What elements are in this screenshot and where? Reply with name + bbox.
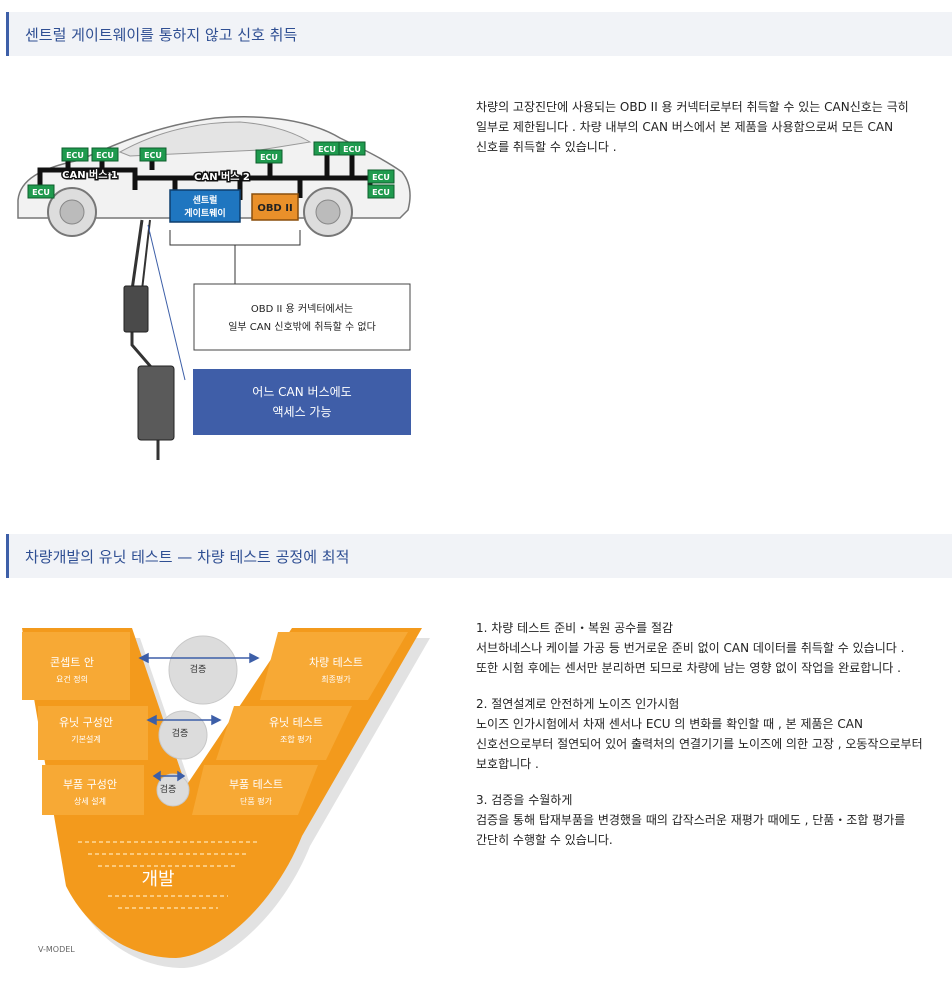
ecu-box xyxy=(255,149,283,164)
v-left-title: 유닛 구성안 xyxy=(59,716,113,729)
ecu-box xyxy=(338,141,366,156)
svg-text:ECU: ECU xyxy=(260,153,278,162)
section-title: 센트럴 게이트웨이를 통하지 않고 신호 취득 xyxy=(25,26,298,44)
v-model-caption: V-MODEL xyxy=(38,945,75,954)
benefit-line: 간단히 수행할 수 있습니다. xyxy=(476,833,613,847)
ecu-box xyxy=(367,169,395,184)
v-left-sub: 기본설계 xyxy=(71,734,100,744)
benefit-heading: 2. 절연설계로 안전하게 노이즈 인가시험 xyxy=(476,697,680,711)
svg-text:센트럴: 센트럴 xyxy=(193,194,218,206)
can-bus-1-label: CAN 버스 1 xyxy=(62,168,118,181)
access-any-bus-box xyxy=(193,369,411,435)
v-right-sub: 최종평가 xyxy=(321,674,351,684)
benefit-heading: 3. 검증을 수월하게 xyxy=(476,793,573,807)
v-left-sub: 상세 설계 xyxy=(74,796,106,806)
section-title: 차량개발의 유닛 테스트 — 차량 테스트 공정에 최적 xyxy=(25,548,350,566)
ecu-box xyxy=(367,184,395,199)
v-right-title: 부품 테스트 xyxy=(229,778,283,791)
v-right-title: 유닛 테스트 xyxy=(269,716,323,729)
benefit-line: 보호합니다 . xyxy=(476,757,539,771)
description-line: 일부로 제한됩니다 . 차량 내부의 CAN 버스에서 본 제품을 사용함으로써… xyxy=(476,120,894,134)
v-right-title: 차량 테스트 xyxy=(309,656,363,669)
benefit-line: 신호선으로부터 절연되어 있어 출력처의 연결기기를 노이즈에 의한 고장 , … xyxy=(476,737,923,751)
benefit-line: 검증을 통해 탑재부품을 변경했을 때의 갑작스러운 재평가 때에도 , 단품・… xyxy=(476,813,906,827)
gear-icon xyxy=(156,773,190,807)
ecu-box xyxy=(61,147,89,162)
benefit-heading: 1. 차량 테스트 준비・복원 공수를 절감 xyxy=(476,621,674,635)
ecu-box xyxy=(27,184,55,199)
ecu-box xyxy=(139,147,167,162)
svg-text:ECU: ECU xyxy=(372,173,390,182)
vehicle-test-benefits: 1. 차량 테스트 준비・복원 공수를 절감 서브하네스나 케이블 가공 등 번… xyxy=(476,618,923,850)
svg-text:어느 CAN 버스에도: 어느 CAN 버스에도 xyxy=(252,385,351,399)
svg-text:ECU: ECU xyxy=(66,151,84,160)
gear-icon xyxy=(158,710,208,760)
v-right-sub: 단품 평가 xyxy=(240,796,273,806)
svg-text:ECU: ECU xyxy=(96,151,114,160)
gear-icon xyxy=(168,635,238,705)
car-can-diagram: ECU ECU ECU ECU ECU ECU ECU ECU ECU CAN … xyxy=(10,90,430,470)
svg-text:게이트웨이: 게이트웨이 xyxy=(184,207,225,219)
v-left-title: 부품 구성안 xyxy=(63,778,117,791)
svg-text:OBD II 용 커넥터에서는: OBD II 용 커넥터에서는 xyxy=(251,303,353,315)
verify-label: 검증 xyxy=(160,783,177,795)
gateway-description: 차량의 고장진단에 사용되는 OBD II 용 커넥터로부터 취득할 수 있는 … xyxy=(476,97,909,157)
ecu-boxes: ECU ECU ECU ECU ECU ECU ECU ECU ECU xyxy=(27,141,395,199)
benefit-line: 서브하네스나 케이블 가공 등 번거로운 준비 없이 CAN 데이터를 취득할 … xyxy=(476,641,905,655)
svg-text:ECU: ECU xyxy=(32,188,50,197)
obd-callout-box xyxy=(193,283,411,351)
benefit-line: 노이즈 인가시험에서 차재 센서나 ECU 의 변화를 확인할 때 , 본 제품… xyxy=(476,717,863,731)
section-header-gateway: 센트럴 게이트웨이를 통하지 않고 신호 취득 xyxy=(6,12,952,56)
v-model-diagram: 콘셉트 안 요건 정의 유닛 구성안 기본설계 부품 구성안 상세 설계 차량 … xyxy=(8,610,438,980)
section-header-vehicle-test: 차량개발의 유닛 테스트 — 차량 테스트 공정에 최적 xyxy=(6,534,952,578)
svg-text:ECU: ECU xyxy=(144,151,162,160)
benefit-line: 또한 시험 후에는 센서만 분리하면 되므로 차량에 남는 영향 없이 작업을 … xyxy=(476,661,901,675)
description-line: 차량의 고장진단에 사용되는 OBD II 용 커넥터로부터 취득할 수 있는 … xyxy=(476,100,909,114)
v-left-title: 콘셉트 안 xyxy=(50,656,94,669)
obd-connector-box xyxy=(251,193,299,221)
v-right-sub: 조합 평가 xyxy=(280,734,313,744)
v-left-sub: 요건 정의 xyxy=(56,674,88,684)
ecu-box xyxy=(91,147,119,162)
logger-device xyxy=(137,365,175,441)
svg-text:액세스 가능: 액세스 가능 xyxy=(272,405,331,419)
svg-text:ECU: ECU xyxy=(372,188,390,197)
central-gateway-box xyxy=(169,189,241,223)
svg-text:일부 CAN 신호밖에 취득할 수 없다: 일부 CAN 신호밖에 취득할 수 없다 xyxy=(228,320,376,333)
description-line: 신호를 취득할 수 있습니다 . xyxy=(476,140,617,154)
can-bus-2-label: CAN 버스 2 xyxy=(194,170,250,183)
verify-label: 검증 xyxy=(190,663,207,675)
verify-label: 검증 xyxy=(172,727,189,739)
sensor-device xyxy=(123,285,149,333)
dev-label: 개발 xyxy=(141,869,174,890)
svg-text:ECU: ECU xyxy=(318,145,336,154)
svg-text:ECU: ECU xyxy=(343,145,361,154)
svg-text:OBD II: OBD II xyxy=(257,203,292,214)
